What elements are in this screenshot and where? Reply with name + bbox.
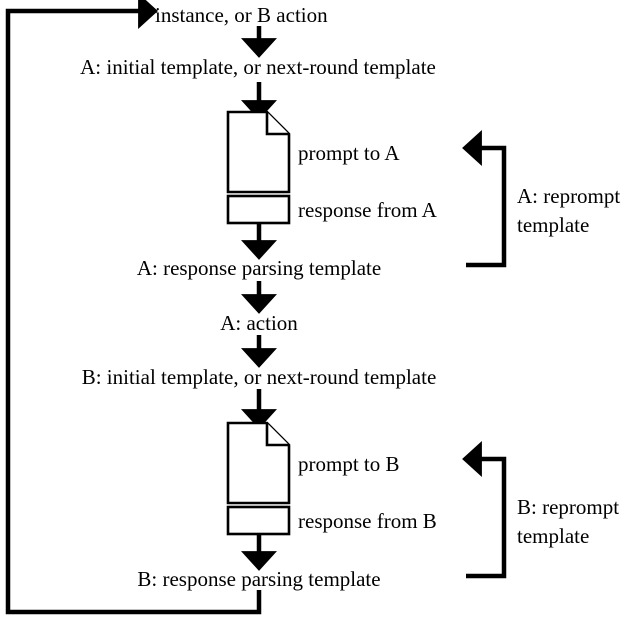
a-parsing-template-label: A: response parsing template bbox=[136, 256, 382, 280]
response-from-a-label: response from A bbox=[298, 198, 437, 222]
a-initial-template-label: A: initial template, or next-round templ… bbox=[80, 55, 436, 79]
response-from-b-label: response from B bbox=[298, 509, 437, 533]
prompt-to-a-label: prompt to A bbox=[298, 141, 400, 165]
response-from-b-box bbox=[226, 505, 291, 536]
entry-label: instance, or B action bbox=[155, 3, 328, 27]
prompt-to-b-label: prompt to B bbox=[298, 452, 400, 476]
outer-feedback-loop-arrow bbox=[5, 0, 262, 615]
a-action-label: A: action bbox=[220, 311, 298, 335]
prompt-to-a-document-icon bbox=[226, 110, 291, 194]
a-reprompt-template-label: A: reprompt template bbox=[517, 184, 621, 237]
b-parsing-template-label: B: response parsing template bbox=[137, 567, 381, 591]
b-reprompt-loop-arrow bbox=[462, 441, 507, 579]
b-initial-template-label: B: initial template, or next-round templ… bbox=[81, 365, 437, 389]
response-from-a-box bbox=[226, 194, 291, 225]
a-reprompt-loop-arrow bbox=[462, 130, 507, 268]
prompt-to-b-document-icon bbox=[226, 421, 291, 505]
b-reprompt-template-label: B: reprompt template bbox=[517, 495, 620, 548]
